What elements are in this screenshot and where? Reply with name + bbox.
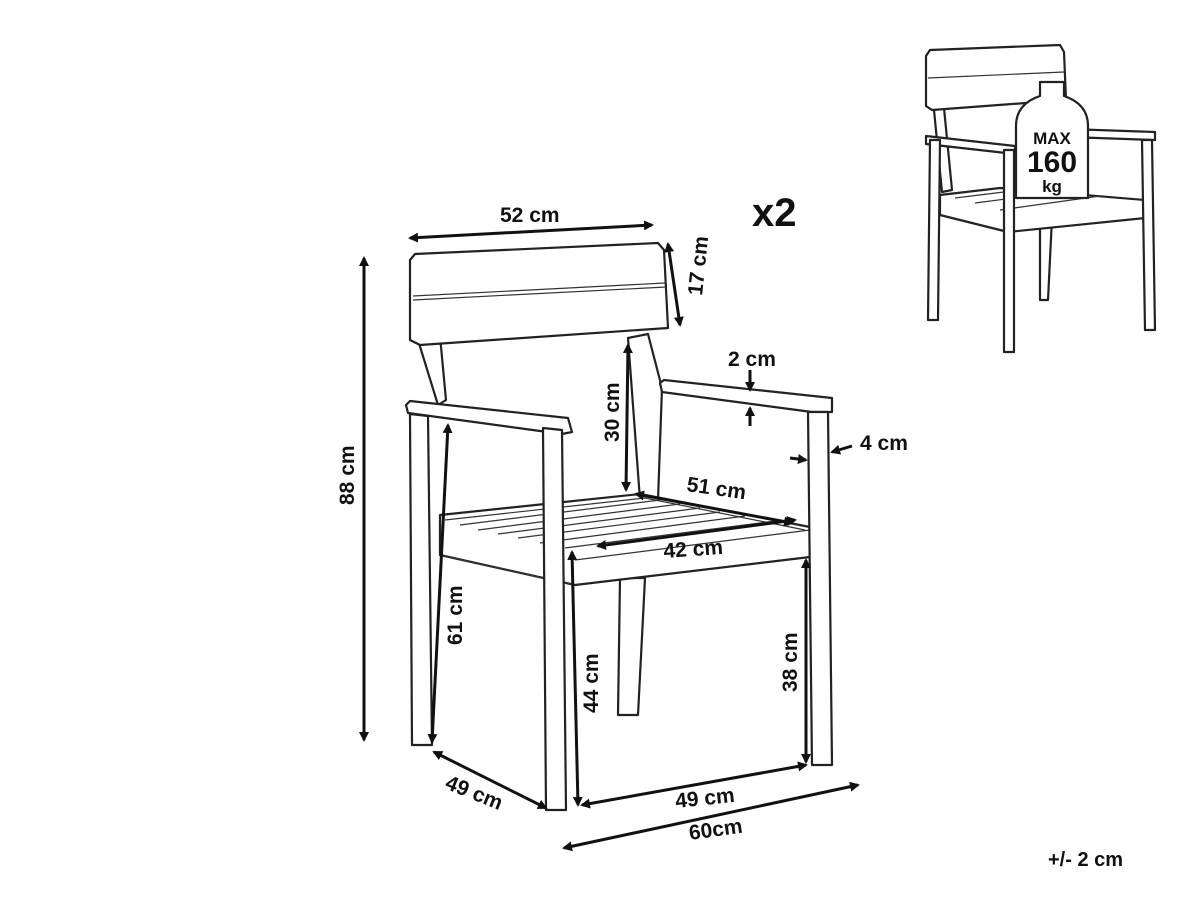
label-depth: 49 cm bbox=[442, 771, 506, 815]
quantity-label: x2 bbox=[752, 191, 797, 235]
weight-max-label: MAX bbox=[1033, 129, 1071, 148]
tolerance-label: +/- 2 cm bbox=[1048, 849, 1123, 871]
label-backrest-width: 52 cm bbox=[500, 204, 560, 227]
label-seat-height-front: 44 cm bbox=[580, 653, 603, 713]
label-armrest-to-floor: 61 cm bbox=[444, 585, 467, 645]
label-back-gap-height: 30 cm bbox=[601, 382, 624, 442]
weight-icon: MAX 160 kg bbox=[1014, 80, 1090, 200]
label-seat-depth-upper: 51 cm bbox=[685, 473, 747, 504]
label-backrest-height: 17 cm bbox=[684, 235, 713, 297]
weight-unit: kg bbox=[1042, 177, 1062, 196]
weight-value: 160 bbox=[1027, 146, 1077, 179]
thumbnail-chair bbox=[924, 43, 1157, 354]
label-armrest-thickness: 2 cm bbox=[728, 348, 776, 371]
dimension-labels: 52 cm 17 cm 88 cm 30 cm 2 cm 4 cm 51 cm … bbox=[336, 204, 908, 845]
label-leg-thickness: 4 cm bbox=[860, 432, 908, 455]
chair-drawing bbox=[404, 241, 834, 812]
dimension-arrows bbox=[359, 220, 860, 852]
label-seat-height-side: 38 cm bbox=[779, 632, 802, 692]
label-seat-width: 42 cm bbox=[663, 536, 724, 563]
label-width-inner: 49 cm bbox=[674, 784, 736, 813]
label-total-height: 88 cm bbox=[336, 445, 359, 505]
